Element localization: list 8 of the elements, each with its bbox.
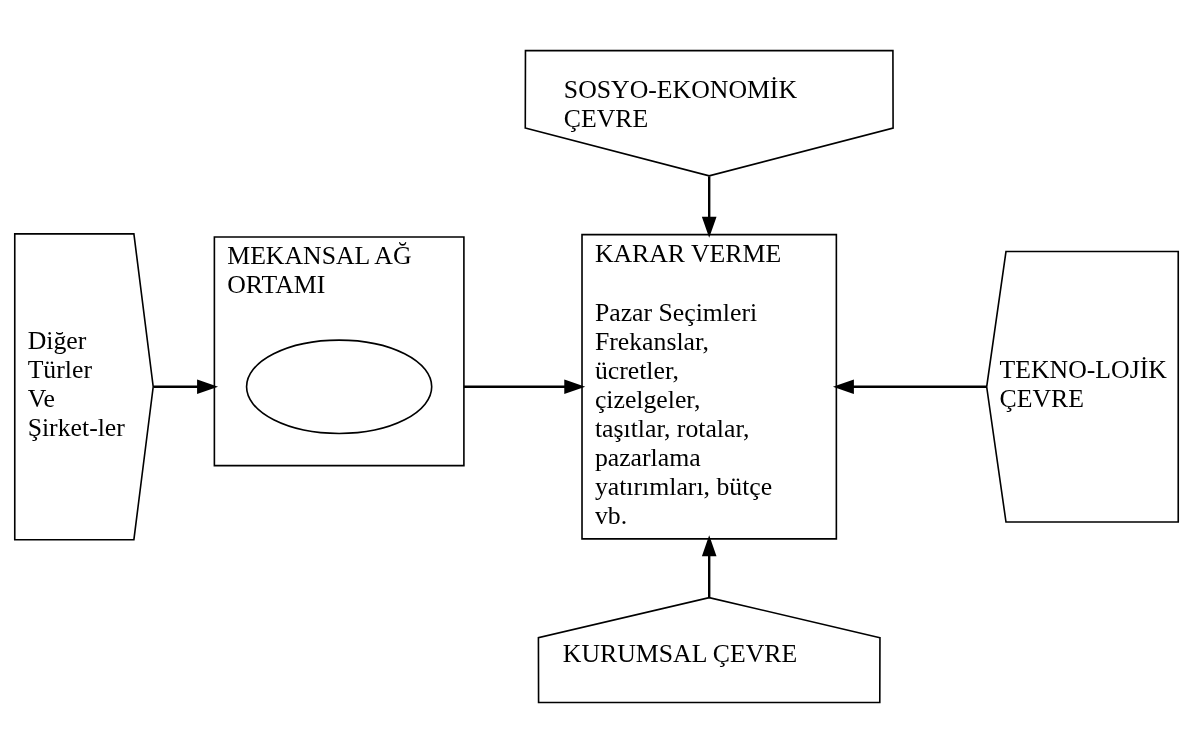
arrow (463, 379, 586, 395)
arrow (153, 379, 219, 395)
node-ellipse (245, 339, 433, 435)
arrow (701, 176, 717, 238)
node-box: KARAR VERME Pazar Seçimleri Frekanslar, ücretler, çizelgeler, taşıtlar, rotalar, pazarlama yatırımları, bütçe vb. (581, 233, 838, 540)
arrow (701, 535, 717, 598)
cluster: MEKANSAL AĞ ORTAMI (213, 236, 465, 467)
arrow (832, 379, 987, 395)
